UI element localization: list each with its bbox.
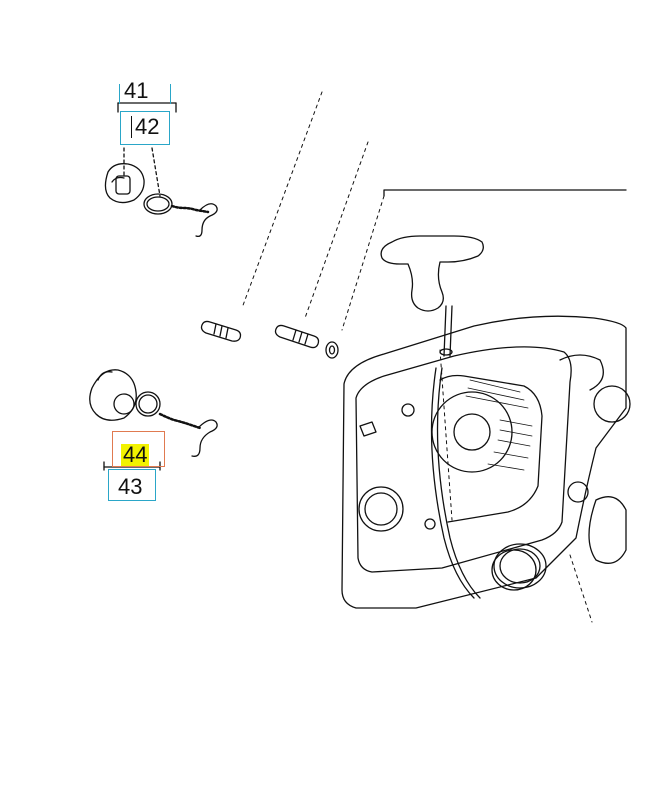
callout-41-42-leader <box>117 102 177 197</box>
callout-43-label: 43 <box>118 474 143 499</box>
cap-assembly-lower <box>89 369 218 457</box>
cap-assembly-upper <box>104 163 218 238</box>
callout-41-label: 41 <box>124 78 149 103</box>
callout-41-box <box>119 84 171 104</box>
explode-lines <box>241 91 593 623</box>
callout-42-label: 42 <box>131 116 159 138</box>
starter-housing <box>341 315 631 609</box>
screw-short <box>200 320 242 342</box>
washer <box>325 341 339 359</box>
screw-long <box>274 324 320 349</box>
callout-42-box <box>120 111 170 145</box>
callout-44-label[interactable]: 44 <box>121 442 150 467</box>
callout-44-box[interactable] <box>112 431 165 467</box>
callout-43-box <box>108 469 156 501</box>
housing-reference-line <box>383 189 627 197</box>
starter-handle <box>380 235 484 357</box>
